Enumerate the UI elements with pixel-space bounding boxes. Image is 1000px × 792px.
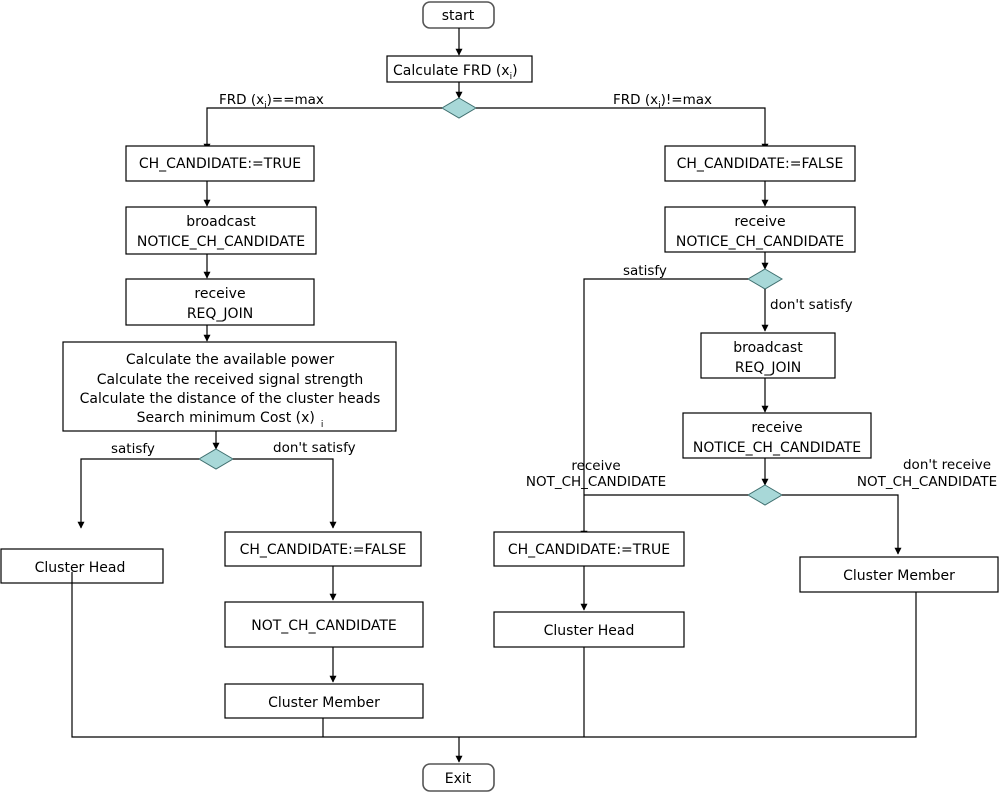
right-cluster-head-box: Cluster Head <box>493 611 685 648</box>
start-terminal: start <box>422 1 495 29</box>
cost-decision <box>198 448 234 470</box>
receive-req-join-box: receive REQ_JOIN <box>125 278 315 326</box>
broadcast-notice-line1: broadcast <box>186 214 256 230</box>
not-ch-candidate-label: NOT_CH_CANDIDATE <box>251 618 397 634</box>
right-ch-candidate-false-box: CH_CANDIDATE:=FALSE <box>664 145 856 182</box>
right-satisfy-label: satisfy <box>623 263 667 279</box>
arrow-not-max-branch <box>476 107 769 151</box>
right-cluster-member-box: Cluster Member <box>799 556 999 593</box>
left-ch-candidate-false-label: CH_CANDIDATE:=FALSE <box>240 542 407 558</box>
receive-notice-line1: receive <box>734 214 785 230</box>
arrow-dont-receive <box>782 494 902 555</box>
left-cluster-member-box: Cluster Member <box>224 683 424 719</box>
arrow-satisfy-left <box>77 458 199 529</box>
calc-line-signal: Calculate the received signal strength <box>97 372 364 388</box>
frd-not-max-label: FRD (xi)!=max <box>613 92 712 111</box>
calc-line-distance: Calculate the distance of the cluster he… <box>80 391 381 407</box>
right-cluster-head-label: Cluster Head <box>544 623 635 639</box>
merge-bus-line <box>71 572 917 738</box>
calculate-frd-box: Calculate FRD (xi) <box>386 55 533 83</box>
broadcast-notice-box: broadcast NOTICE_CH_CANDIDATE <box>125 206 317 255</box>
not-candidate-decision <box>747 484 783 506</box>
exit-label: Exit <box>445 771 472 787</box>
calculate-frd-label: Calculate FRD (xi) <box>393 63 518 82</box>
calc-line-cost: Search minimum Cost (x)i <box>137 410 324 430</box>
right-dont-satisfy-label: don't satisfy <box>770 297 853 313</box>
calculate-metrics-box: Calculate the available power Calculate … <box>62 341 397 432</box>
broadcast-req-join-line1: broadcast <box>733 340 803 356</box>
left-ch-candidate-false-box: CH_CANDIDATE:=FALSE <box>224 531 422 567</box>
receive-req-join-line1: receive <box>194 286 245 302</box>
left-dont-satisfy-label: don't satisfy <box>273 440 356 456</box>
not-ch-candidate-box: NOT_CH_CANDIDATE <box>224 601 424 648</box>
right-ch-candidate-true-label: CH_CANDIDATE:=TRUE <box>508 542 670 558</box>
dont-receive-line2: NOT_CH_CANDIDATE <box>857 474 997 490</box>
arrow-satisfy-right <box>580 278 748 538</box>
frd-max-label: FRD (xi)==max <box>219 92 324 111</box>
ch-candidate-true-box: CH_CANDIDATE:=TRUE <box>125 145 315 182</box>
receive-notice-line2: NOTICE_CH_CANDIDATE <box>676 234 844 250</box>
arrow-max-branch <box>203 107 442 151</box>
left-satisfy-label: satisfy <box>111 441 155 457</box>
receive-req-join-line2: REQ_JOIN <box>187 306 253 322</box>
left-cluster-member-label: Cluster Member <box>268 695 380 711</box>
receive-not-line1: receive <box>571 458 620 474</box>
arrow-dont-satisfy-left <box>233 458 337 529</box>
calc-line-power: Calculate the available power <box>126 352 334 368</box>
start-label: start <box>442 8 475 24</box>
left-cluster-head-box: Cluster Head <box>0 548 164 584</box>
broadcast-req-join-line2: REQ_JOIN <box>735 360 801 376</box>
right-ch-candidate-true-box: CH_CANDIDATE:=TRUE <box>493 531 685 567</box>
left-cluster-head-label: Cluster Head <box>35 560 126 576</box>
receive-not-line2: NOT_CH_CANDIDATE <box>526 474 666 490</box>
broadcast-req-join-box: broadcast REQ_JOIN <box>700 332 836 379</box>
right-ch-candidate-false-label: CH_CANDIDATE:=FALSE <box>677 156 844 172</box>
ch-candidate-true-label: CH_CANDIDATE:=TRUE <box>139 156 301 172</box>
receive-notice2-box: receive NOTICE_CH_CANDIDATE <box>682 412 872 459</box>
receive-notice2-line1: receive <box>751 420 802 436</box>
receive-notice-box: receive NOTICE_CH_CANDIDATE <box>664 206 856 253</box>
notice-decision <box>747 268 783 290</box>
broadcast-notice-line2: NOTICE_CH_CANDIDATE <box>137 234 305 250</box>
right-cluster-member-label: Cluster Member <box>843 568 955 584</box>
receive-notice2-line2: NOTICE_CH_CANDIDATE <box>693 440 861 456</box>
frd-max-decision <box>441 97 477 119</box>
dont-receive-line1: don't receive <box>903 457 991 473</box>
exit-terminal: Exit <box>422 763 495 792</box>
